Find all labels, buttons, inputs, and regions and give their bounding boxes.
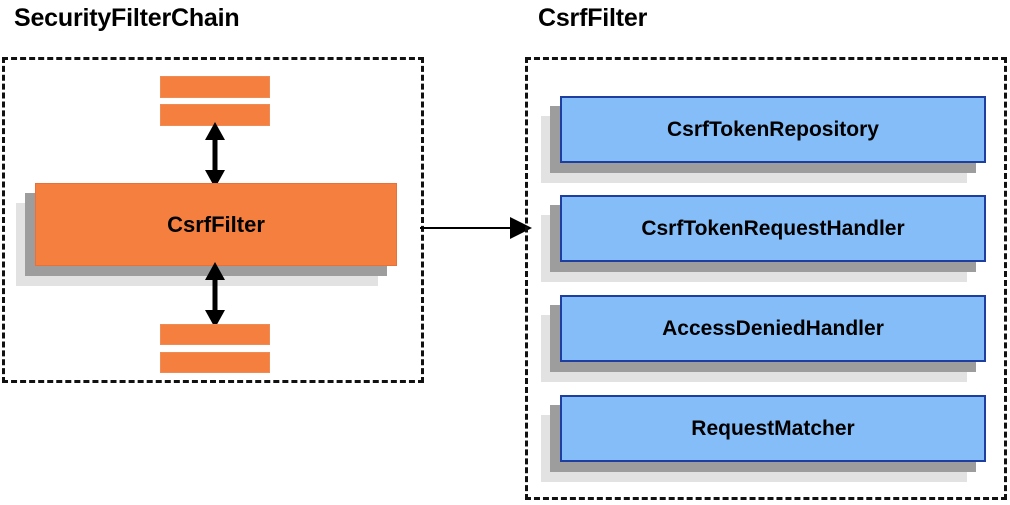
csrf-filter-box[interactable]: CsrfFilter <box>16 183 397 286</box>
right-panel-title: CsrfFilter <box>538 4 648 32</box>
csrf-filter-box-label: CsrfFilter <box>35 183 397 266</box>
left-panel-title: SecurityFilterChain <box>14 4 240 32</box>
filter-stub-bar-above-1 <box>160 76 270 98</box>
collaborator-box-label: AccessDeniedHandler <box>560 295 986 362</box>
collaborator-box-label: RequestMatcher <box>560 395 986 462</box>
collaborator-box-request-matcher[interactable]: RequestMatcher <box>541 395 986 482</box>
bidirectional-arrow-above-icon <box>205 122 225 188</box>
security-filter-chain-panel <box>2 57 424 383</box>
csrffilter-expansion-arrow-icon <box>420 217 532 239</box>
csrf-filter-detail-panel <box>525 57 1007 500</box>
collaborator-box-label: CsrfTokenRepository <box>560 96 986 163</box>
collaborator-box-csrf-token-request-handler[interactable]: CsrfTokenRequestHandler <box>541 195 986 282</box>
collaborator-box-access-denied-handler[interactable]: AccessDeniedHandler <box>541 295 986 382</box>
bidirectional-arrow-below-icon <box>205 262 225 328</box>
filter-stub-bar-below-1 <box>160 324 270 345</box>
collaborator-box-label: CsrfTokenRequestHandler <box>560 195 986 262</box>
filter-stub-bar-below-2 <box>160 352 270 373</box>
collaborator-box-csrf-token-repository[interactable]: CsrfTokenRepository <box>541 96 986 183</box>
